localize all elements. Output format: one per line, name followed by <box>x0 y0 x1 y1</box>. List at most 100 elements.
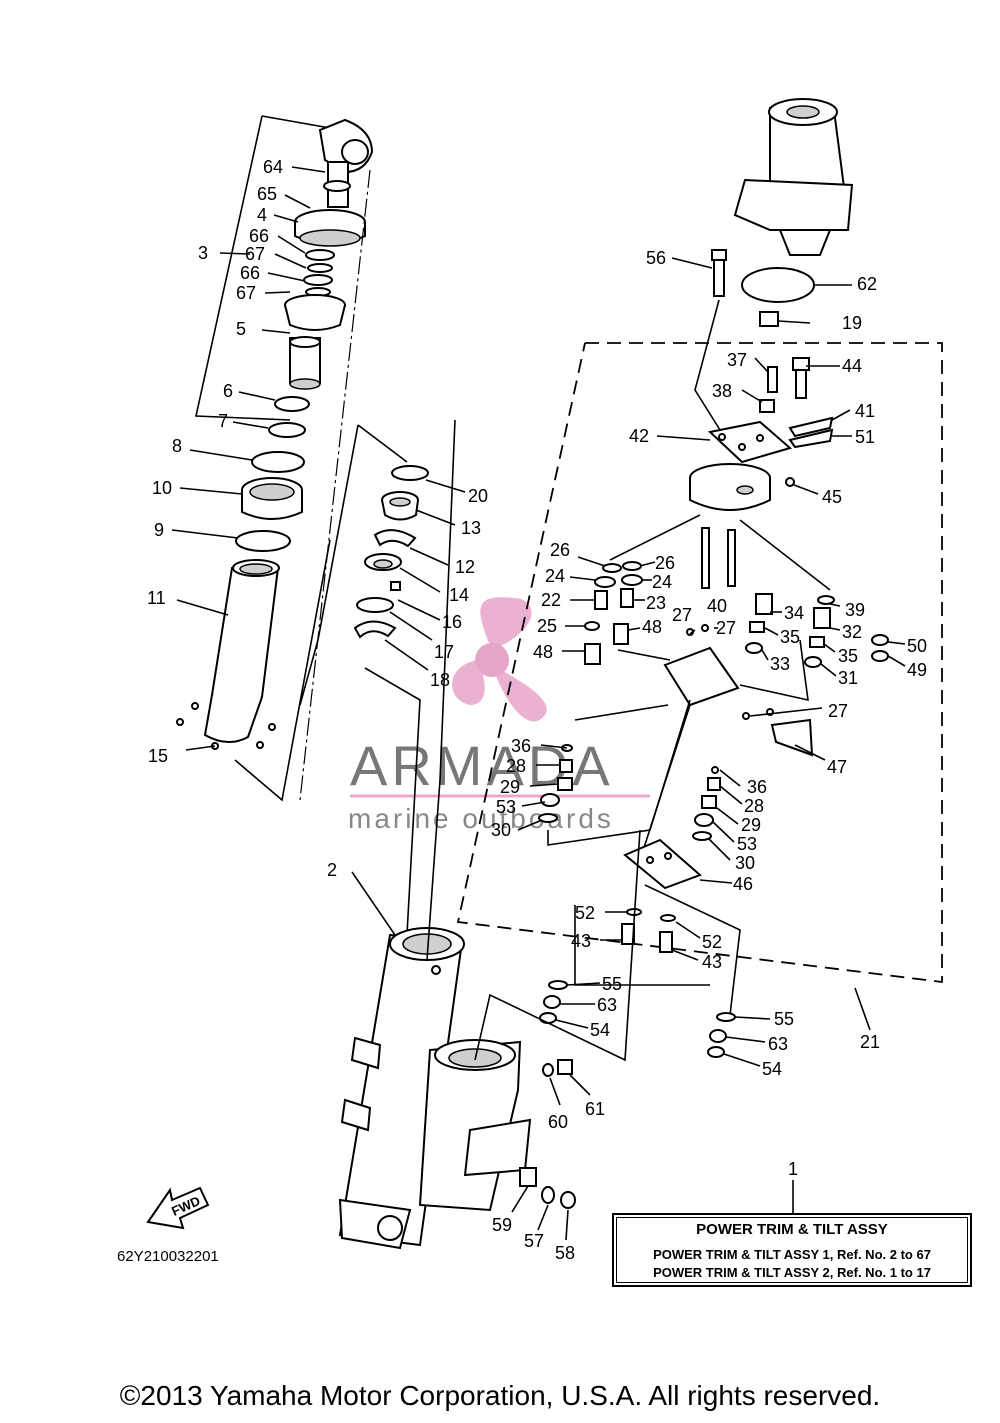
callout-58: 58 <box>555 1243 575 1263</box>
callout-65: 65 <box>257 184 277 204</box>
callout-55: 55 <box>602 974 622 994</box>
callout-5: 5 <box>236 319 246 339</box>
callout-47: 47 <box>827 757 847 777</box>
callout-27: 27 <box>828 701 848 721</box>
callout-3: 3 <box>198 243 208 263</box>
callout-36: 36 <box>511 736 531 756</box>
callout-55: 55 <box>774 1009 794 1029</box>
propeller-logo-icon <box>452 597 547 722</box>
callout-25: 25 <box>537 616 557 636</box>
legend-line-1: POWER TRIM & TILT ASSY 1, Ref. No. 2 to … <box>653 1247 931 1262</box>
callout-54: 54 <box>590 1020 610 1040</box>
callout-34: 34 <box>784 603 804 623</box>
callout-67: 67 <box>236 283 256 303</box>
watermark-title: ARMADA <box>350 734 614 797</box>
watermark-subtitle: marine outboards <box>348 803 614 834</box>
callout-56: 56 <box>646 248 666 268</box>
callout-35: 35 <box>780 627 800 647</box>
callout-35: 35 <box>838 646 858 666</box>
callout-19: 19 <box>842 313 862 333</box>
callout-29: 29 <box>500 777 520 797</box>
callout-45: 45 <box>822 487 842 507</box>
callout-36: 36 <box>747 777 767 797</box>
callout-51: 51 <box>855 427 875 447</box>
callout-41: 41 <box>855 401 875 421</box>
callout-43: 43 <box>571 931 591 951</box>
callout-49: 49 <box>907 660 927 680</box>
callout-14: 14 <box>449 585 469 605</box>
callout-2: 2 <box>327 860 337 880</box>
callout-26: 26 <box>550 540 570 560</box>
valve-parts-column <box>299 424 429 1061</box>
callout-59: 59 <box>492 1215 512 1235</box>
callout-23: 23 <box>646 593 666 613</box>
callout-9: 9 <box>154 520 164 540</box>
callout-28: 28 <box>744 796 764 816</box>
callout-26: 26 <box>655 553 675 573</box>
housing-body <box>338 419 641 1250</box>
callout-42: 42 <box>629 426 649 446</box>
callout-48: 48 <box>642 617 662 637</box>
callout-50: 50 <box>907 636 927 656</box>
callout-27: 27 <box>672 605 692 625</box>
callout-6: 6 <box>223 381 233 401</box>
callout-30: 30 <box>491 820 511 840</box>
callout-66: 66 <box>240 263 260 283</box>
motor-pump-assembly <box>456 98 943 1058</box>
callout-61: 61 <box>585 1099 605 1119</box>
legend-title: POWER TRIM & TILT ASSY <box>696 1221 888 1238</box>
callout-12: 12 <box>455 557 475 577</box>
callout-17: 17 <box>434 642 454 662</box>
callout-24: 24 <box>652 572 672 592</box>
callout-33: 33 <box>770 654 790 674</box>
callout-60: 60 <box>548 1112 568 1132</box>
callout-20: 20 <box>468 486 488 506</box>
callout-24: 24 <box>545 566 565 586</box>
callout-29: 29 <box>741 815 761 835</box>
callout-52: 52 <box>575 903 595 923</box>
callout-46: 46 <box>733 874 753 894</box>
callout-67: 67 <box>245 244 265 264</box>
callout-labels: 64 65 4 66 67 3 66 67 5 6 7 8 10 9 11 15… <box>147 157 927 1263</box>
callout-66: 66 <box>249 226 269 246</box>
callout-43: 43 <box>702 952 722 972</box>
leader-lines <box>171 166 906 1241</box>
callout-32: 32 <box>842 622 862 642</box>
callout-16: 16 <box>442 612 462 632</box>
callout-30: 30 <box>735 853 755 873</box>
callout-53: 53 <box>496 797 516 817</box>
callout-21: 21 <box>860 1032 880 1052</box>
callout-28: 28 <box>506 756 526 776</box>
callout-11: 11 <box>147 588 166 608</box>
tilt-rod-assembly <box>176 115 374 802</box>
callout-18: 18 <box>430 670 450 690</box>
callout-62: 62 <box>857 274 877 294</box>
callout-7: 7 <box>218 411 228 431</box>
callout-54: 54 <box>762 1059 782 1079</box>
fwd-arrow-icon: FWD <box>146 1186 210 1230</box>
callout-22: 22 <box>541 590 561 610</box>
callout-4: 4 <box>257 205 267 225</box>
callout-63: 63 <box>768 1034 788 1054</box>
callout-40: 40 <box>707 596 727 616</box>
callout-52: 52 <box>702 932 722 952</box>
callout-13: 13 <box>461 518 481 538</box>
callout-44: 44 <box>842 356 862 376</box>
callout-37: 37 <box>727 350 747 370</box>
callout-27: 27 <box>716 618 736 638</box>
callout-38: 38 <box>712 381 732 401</box>
callout-10: 10 <box>152 478 172 498</box>
copyright-notice: ©2013 Yamaha Motor Corporation, U.S.A. A… <box>119 1380 881 1411</box>
callout-15: 15 <box>148 746 168 766</box>
callout-31: 31 <box>838 668 858 688</box>
assembly-legend-box: POWER TRIM & TILT ASSY POWER TRIM & TILT… <box>612 1213 972 1287</box>
legend-line-2: POWER TRIM & TILT ASSY 2, Ref. No. 1 to … <box>653 1265 931 1280</box>
diagram-code: 62Y210032201 <box>117 1248 219 1265</box>
callout-1: 1 <box>788 1159 798 1179</box>
callout-48: 48 <box>533 642 553 662</box>
callout-53: 53 <box>737 834 757 854</box>
callout-63: 63 <box>597 995 617 1015</box>
callout-57: 57 <box>524 1231 544 1251</box>
callout-8: 8 <box>172 436 182 456</box>
